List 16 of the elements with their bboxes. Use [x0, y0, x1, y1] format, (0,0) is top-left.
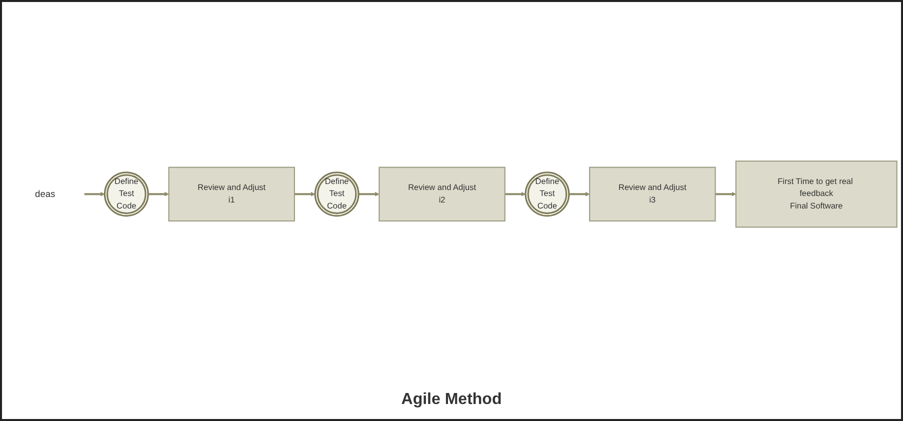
node-box: First Time to get real feedback Final Software	[735, 160, 898, 228]
arrow	[504, 192, 526, 197]
arrow	[84, 192, 105, 197]
node-circle: Define Test Code	[524, 172, 570, 217]
arrow	[715, 192, 736, 197]
caption: Agile Method	[401, 391, 502, 409]
node-circle: Define Test Code	[104, 172, 149, 217]
node-box: Review and Adjust i1	[168, 167, 295, 222]
node-box: Review and Adjust i2	[378, 167, 506, 222]
arrow	[568, 192, 590, 197]
arrow	[148, 192, 169, 197]
arrow	[294, 192, 316, 197]
arrow	[358, 192, 380, 197]
node-text: deas	[35, 189, 56, 200]
node-circle: Define Test Code	[314, 172, 360, 217]
node-box: Review and Adjust i3	[589, 167, 716, 222]
